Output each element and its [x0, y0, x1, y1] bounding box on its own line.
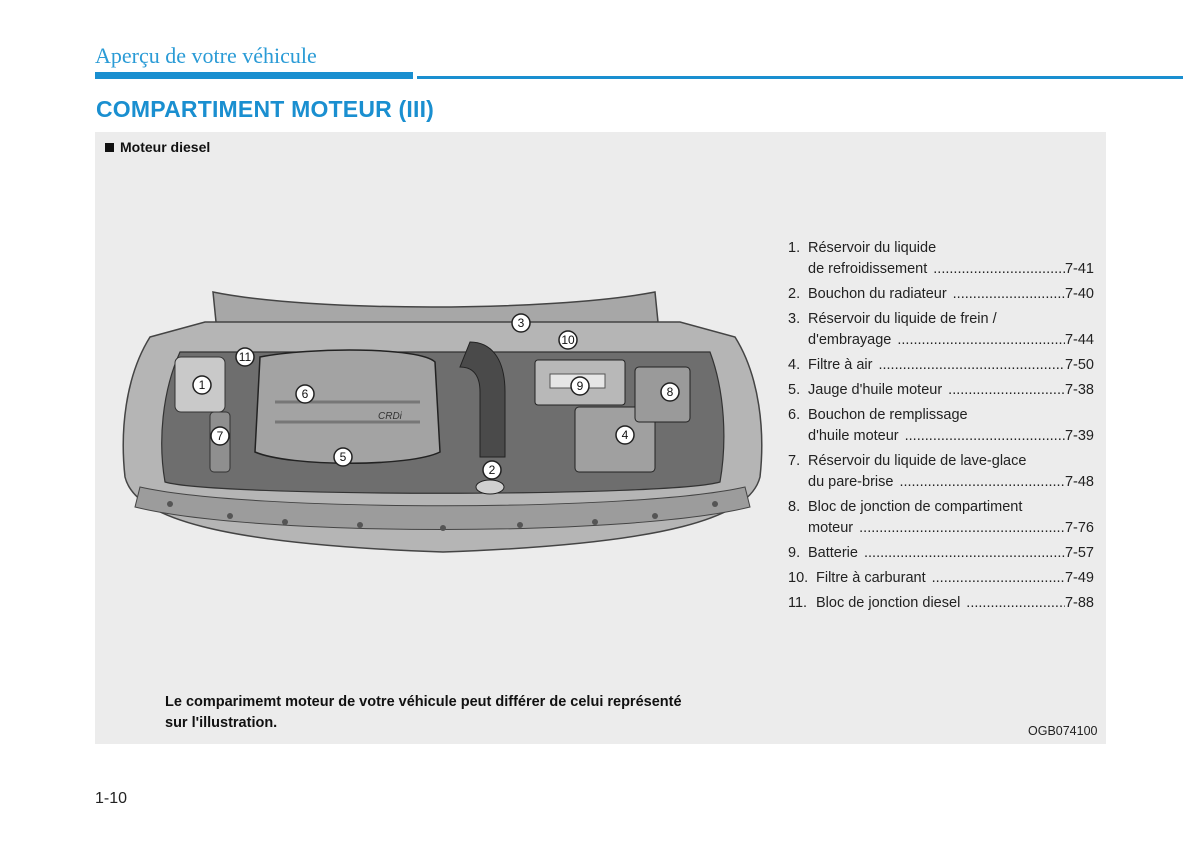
legend-item-8: 8.Bloc de jonction de compartiment moteu…: [788, 497, 1094, 539]
svg-text:2: 2: [489, 463, 496, 477]
legend-page-ref: 7-39: [1064, 428, 1094, 444]
legend-item-7: 7.Réservoir du liquide de lave-glace du …: [788, 451, 1094, 493]
callout-7: 7: [210, 426, 230, 446]
svg-text:10: 10: [561, 333, 575, 347]
legend-item-1: 1.Réservoir du liquide de refroidissemen…: [788, 238, 1094, 280]
figure-code: OGB074100: [1028, 724, 1098, 738]
callout-2: 2: [482, 460, 502, 480]
legend-page-ref: 7-88: [1064, 595, 1094, 611]
legend-page-ref: 7-44: [1064, 332, 1094, 348]
legend-item-11: 11.Bloc de jonction diesel7-88: [788, 593, 1094, 614]
svg-text:5: 5: [340, 450, 347, 464]
note-line-1: Le comparimemt moteur de votre véhicule …: [165, 694, 682, 710]
page-number: 1-10: [95, 790, 128, 807]
callout-8: 8: [660, 382, 680, 402]
svg-text:3: 3: [518, 316, 525, 330]
legend-page-ref: 7-38: [1064, 382, 1094, 398]
callout-9: 9: [570, 376, 590, 396]
sub-heading: Moteur diesel: [105, 139, 210, 155]
callout-3: 3: [511, 313, 531, 333]
component-legend: 1.Réservoir du liquide de refroidissemen…: [788, 238, 1094, 618]
legend-page-ref: 7-48: [1064, 474, 1094, 490]
sub-heading-text: Moteur diesel: [120, 139, 211, 155]
legend-item-9: 9.Batterie7-57: [788, 543, 1094, 564]
engine-bay-illustration: CRDi 1 2 3 4 5 6 7 8 9 10 11: [122, 291, 763, 553]
legend-page-ref: 7-41: [1064, 261, 1094, 277]
legend-page-ref: 7-57: [1064, 545, 1094, 561]
illustration-note: Le comparimemt moteur de votre véhicule …: [165, 692, 682, 734]
note-line-2: sur l'illustration.: [165, 715, 278, 731]
svg-text:9: 9: [577, 379, 584, 393]
svg-text:11: 11: [239, 350, 252, 364]
legend-item-6: 6.Bouchon de remplissage d'huile moteur7…: [788, 405, 1094, 447]
callout-11: 11: [235, 347, 255, 367]
callout-10: 10: [558, 330, 578, 350]
square-bullet-icon: [105, 143, 114, 152]
legend-page-ref: 7-76: [1064, 520, 1094, 536]
header-rule-thin: [417, 76, 1183, 79]
svg-text:6: 6: [302, 387, 309, 401]
svg-text:1: 1: [199, 378, 206, 392]
callout-6: 6: [295, 384, 315, 404]
legend-page-ref: 7-49: [1064, 570, 1094, 586]
illustration-panel: Moteur diesel CRDi: [95, 132, 1106, 744]
legend-item-3: 3.Réservoir du liquide de frein / d'embr…: [788, 309, 1094, 351]
callout-1: 1: [192, 375, 212, 395]
section-title: Aperçu de votre véhicule: [95, 43, 317, 68]
callout-4: 4: [615, 425, 635, 445]
svg-text:8: 8: [667, 385, 674, 399]
header-rule-thick: [95, 72, 413, 79]
legend-item-5: 5.Jauge d'huile moteur7-38: [788, 380, 1094, 401]
svg-text:4: 4: [622, 428, 629, 442]
callout-5: 5: [333, 447, 353, 467]
legend-item-4: 4.Filtre à air7-50: [788, 355, 1094, 376]
page-heading: COMPARTIMENT MOTEUR (III): [96, 96, 435, 122]
engine-cover-label: CRDi: [378, 411, 403, 422]
legend-item-10: 10.Filtre à carburant7-49: [788, 568, 1094, 589]
legend-page-ref: 7-40: [1064, 286, 1094, 302]
legend-item-2: 2.Bouchon du radiateur7-40: [788, 284, 1094, 305]
legend-page-ref: 7-50: [1064, 357, 1094, 373]
svg-text:7: 7: [217, 429, 224, 443]
